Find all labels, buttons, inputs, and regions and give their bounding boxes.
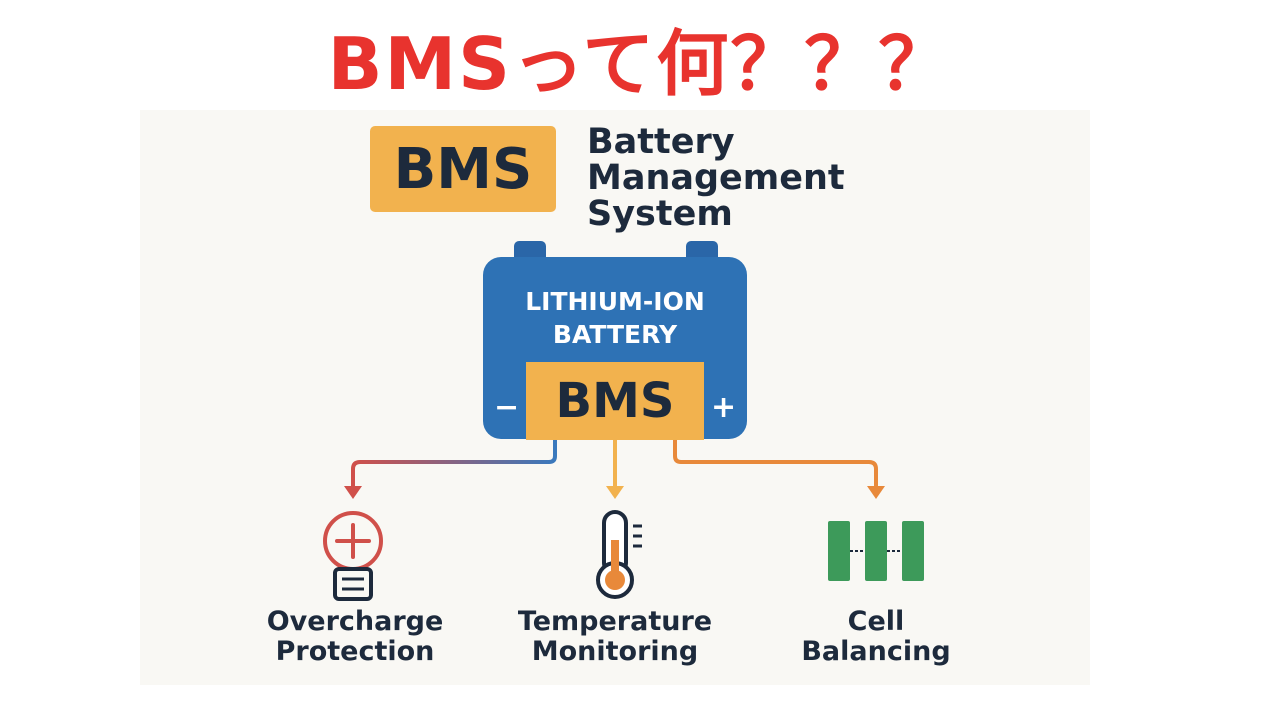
battery-label: LITHIUM-ION BATTERY: [483, 285, 747, 351]
full-name-line-2: Management: [587, 158, 845, 198]
feature-label-cell-balancing: Cell Balancing: [756, 607, 996, 667]
battery-label-line-1: LITHIUM-ION: [525, 287, 705, 316]
arrow-right: [867, 486, 885, 499]
feature-label-temperature: Temperature Monitoring: [495, 607, 735, 667]
battery-label-line-2: BATTERY: [552, 320, 678, 349]
feature-label-overcharge: Overcharge Protection: [235, 607, 475, 667]
negative-pole-sign: −: [494, 390, 520, 425]
bms-module: BMS: [526, 362, 704, 440]
cell-balancing-icon: [828, 521, 924, 581]
feature-label-line-1: Cell: [847, 606, 905, 637]
connector-right: [673, 440, 878, 486]
full-name-line-1: Battery: [587, 122, 735, 162]
arrow-middle: [606, 486, 624, 499]
feature-label-line-1: Temperature: [517, 606, 713, 637]
feature-label-line-1: Overcharge: [266, 606, 444, 637]
overcharge-icon: [323, 511, 383, 601]
positive-pole-sign: +: [711, 390, 737, 425]
full-name-line-3: System: [587, 194, 733, 234]
arrow-left: [344, 486, 362, 499]
bms-badge: BMS: [370, 126, 556, 212]
bms-full-name: Battery Management System: [587, 124, 845, 232]
page-headline: BMSって何？？？: [327, 22, 953, 106]
thermometer-icon: [596, 510, 642, 599]
feature-label-line-2: Monitoring: [531, 636, 699, 667]
feature-label-line-2: Balancing: [801, 636, 951, 667]
feature-label-line-2: Protection: [275, 636, 435, 667]
connector-left: [351, 440, 557, 486]
